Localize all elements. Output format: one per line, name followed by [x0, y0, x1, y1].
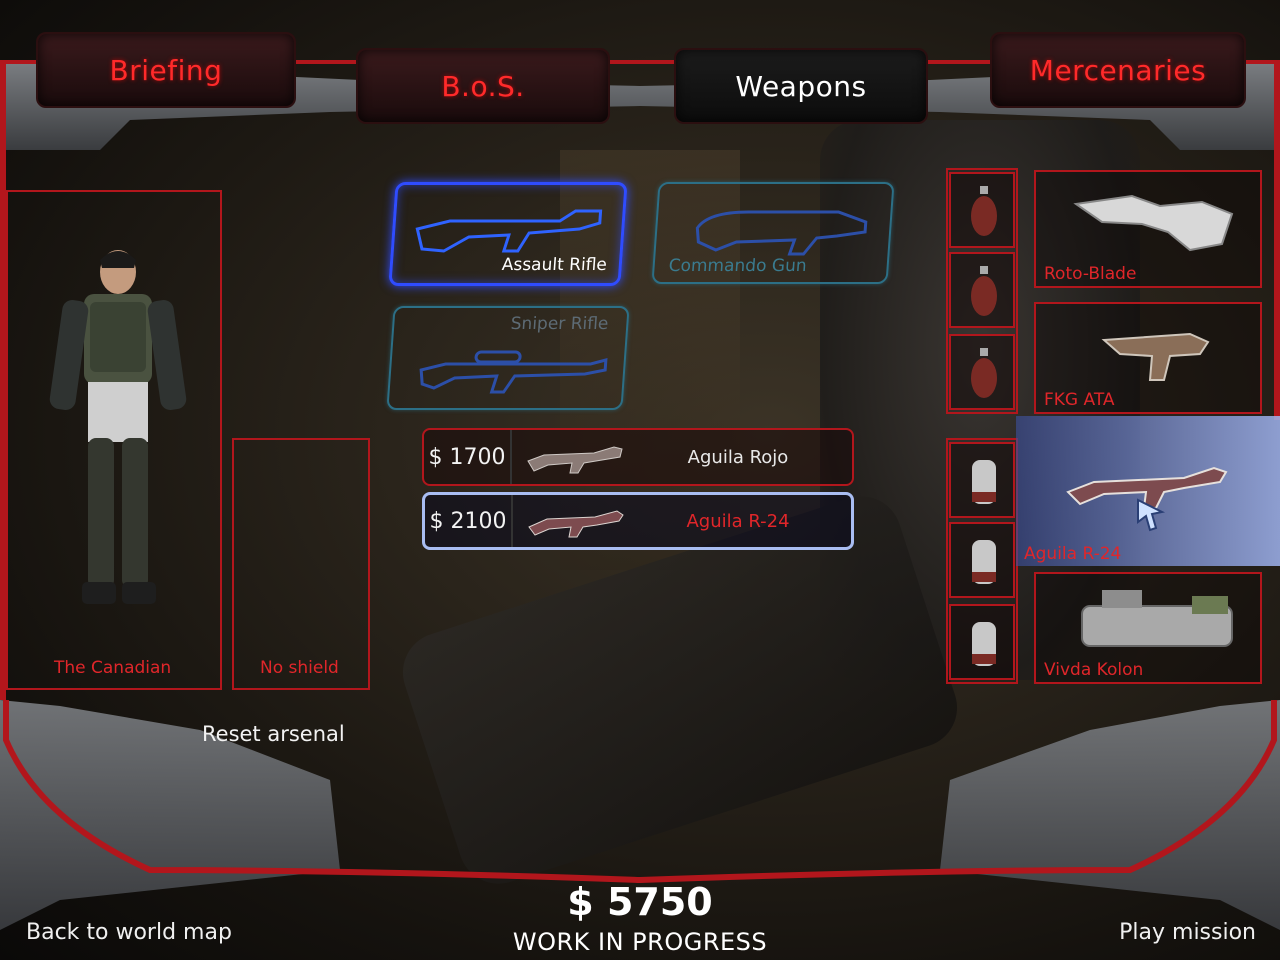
- offer-price: $ 2100: [425, 495, 513, 547]
- offer-weapon-thumbnail: [528, 510, 624, 538]
- weapon-class-commando-gun-label: Commando Gun: [667, 256, 808, 276]
- grenade-slot[interactable]: [949, 334, 1015, 410]
- tab-weapons[interactable]: Weapons: [674, 48, 928, 124]
- pistol-icon: [1101, 332, 1210, 381]
- weapon-slot-label: Roto-Blade: [1044, 264, 1137, 284]
- weapon-slot-roto-blade[interactable]: Roto-Blade: [1034, 170, 1262, 288]
- weapon-slot-fkg-ata[interactable]: FKG ATA: [1034, 302, 1262, 414]
- weapon-class-sniper-rifle-label: Sniper Rifle: [510, 314, 610, 334]
- weapon-class-assault-rifle[interactable]: Assault Rifle: [388, 182, 628, 286]
- tab-briefing-label: Briefing: [109, 53, 223, 87]
- canister-grenade-icon: [972, 622, 996, 666]
- tab-bos-label: B.o.S.: [441, 69, 525, 103]
- canister-grenade-icon: [972, 540, 996, 584]
- mouse-cursor-icon: [1137, 498, 1166, 532]
- offer-weapon-thumbnail: [527, 446, 623, 474]
- character-portrait: [49, 250, 187, 604]
- tab-mercenaries-label: Mercenaries: [1029, 53, 1207, 87]
- canister-slot[interactable]: [949, 442, 1015, 518]
- tab-weapons-label: Weapons: [735, 69, 867, 103]
- offer-weapon-name: Aguila R-24: [686, 510, 790, 532]
- shield-slot[interactable]: No shield: [232, 438, 370, 690]
- play-mission-button[interactable]: Play mission: [1119, 920, 1256, 945]
- offer-row[interactable]: $ 1700 Aguila Rojo: [422, 428, 854, 486]
- status-label: WORK IN PROGRESS: [512, 928, 768, 956]
- canister-slot[interactable]: [949, 522, 1015, 598]
- frag-grenade-icon: [971, 186, 997, 236]
- weapon-slot-label: Vivda Kolon: [1044, 660, 1144, 680]
- character-name: The Canadian: [54, 658, 172, 678]
- tab-bos[interactable]: B.o.S.: [356, 48, 610, 124]
- weapon-slot-aguila-r24[interactable]: Aguila R-24: [1016, 416, 1280, 566]
- roto-blade-icon: [1073, 194, 1234, 252]
- offer-row[interactable]: $ 2100 Aguila R-24: [422, 492, 854, 550]
- right-frame-rail: [1274, 60, 1280, 420]
- commando-gun-icon: [695, 210, 868, 256]
- weapon-slot-label: FKG ATA: [1044, 390, 1115, 410]
- bottom-frame-graphic: [0, 700, 1280, 930]
- canister-grenade-icon: [972, 460, 996, 504]
- heavy-gun-icon: [1081, 590, 1233, 647]
- frag-grenade-icon: [971, 266, 997, 316]
- money-counter: $ 5750: [567, 880, 713, 924]
- offer-weapon-name: Aguila Rojo: [687, 446, 789, 468]
- weapon-class-assault-rifle-label: Assault Rifle: [501, 255, 608, 275]
- weapon-class-sniper-rifle[interactable]: Sniper Rifle: [386, 306, 630, 410]
- shield-label: No shield: [260, 658, 339, 678]
- tab-mercenaries[interactable]: Mercenaries: [990, 32, 1246, 108]
- sniper-rifle-icon: [419, 350, 608, 394]
- assault-rifle-icon: [1066, 466, 1228, 509]
- canister-slot[interactable]: [949, 604, 1015, 680]
- back-to-world-map-button[interactable]: Back to world map: [26, 920, 232, 945]
- tab-briefing[interactable]: Briefing: [36, 32, 296, 108]
- grenade-slot[interactable]: [949, 172, 1015, 248]
- frag-grenade-icon: [971, 348, 997, 398]
- grenade-slot[interactable]: [949, 252, 1015, 328]
- reset-arsenal-button[interactable]: Reset arsenal: [202, 722, 345, 746]
- weapon-class-commando-gun[interactable]: Commando Gun: [651, 182, 895, 284]
- assault-rifle-icon: [415, 209, 603, 253]
- left-frame-rail: [0, 60, 6, 700]
- grenade-column-top: [946, 168, 1018, 414]
- weapon-slot-vivda-kolon[interactable]: Vivda Kolon: [1034, 572, 1262, 684]
- weapon-slot-label: Aguila R-24: [1024, 544, 1122, 564]
- offer-price: $ 1700: [424, 430, 512, 484]
- character-panel[interactable]: The Canadian: [6, 190, 222, 690]
